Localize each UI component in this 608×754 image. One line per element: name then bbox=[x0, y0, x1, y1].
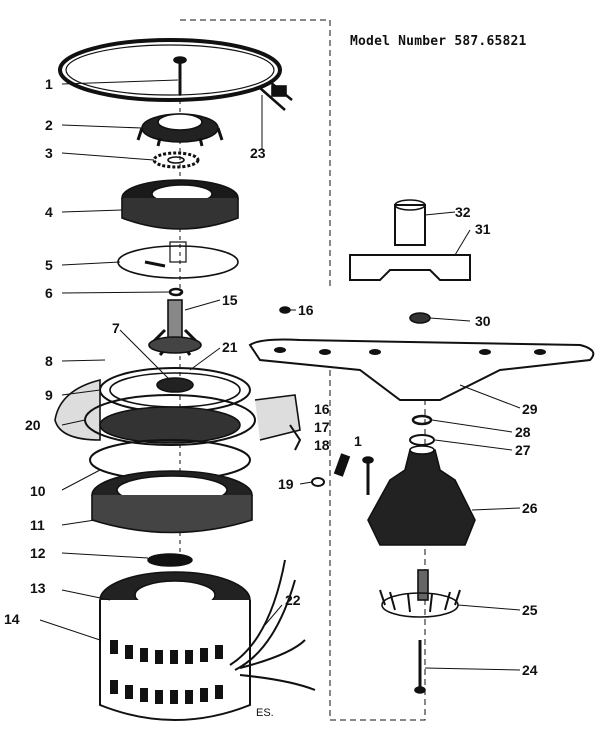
callout-31: 31 bbox=[475, 221, 491, 237]
pump-base bbox=[54, 378, 301, 446]
callout-20: 20 bbox=[25, 417, 41, 433]
callout-6: 6 bbox=[45, 285, 53, 301]
callout-8: 8 bbox=[45, 353, 53, 369]
callout-21: 21 bbox=[222, 339, 238, 355]
pump-cover bbox=[121, 179, 239, 230]
gear-washer bbox=[152, 151, 200, 169]
inlet-housing bbox=[367, 445, 476, 546]
spray-arm-bracket bbox=[349, 254, 471, 281]
callout-13: 13 bbox=[30, 580, 46, 596]
clip-17 bbox=[289, 424, 302, 451]
bolt-24 bbox=[414, 640, 426, 694]
callout-29: 29 bbox=[522, 401, 538, 417]
callout-30: 30 bbox=[475, 313, 491, 329]
assembly-guide-line bbox=[329, 340, 426, 721]
callout-9: 9 bbox=[45, 387, 53, 403]
callout-7: 7 bbox=[112, 320, 120, 336]
screw-part-1b bbox=[362, 456, 374, 495]
callout-19: 19 bbox=[278, 476, 294, 492]
motor-body bbox=[99, 600, 251, 721]
washer-28 bbox=[411, 414, 433, 426]
callout-22: 22 bbox=[285, 592, 301, 608]
heating-element bbox=[58, 38, 293, 111]
callout-12: 12 bbox=[30, 545, 46, 561]
lower-impeller bbox=[379, 569, 461, 618]
callout-23: 23 bbox=[250, 145, 266, 161]
callout-4: 4 bbox=[45, 204, 53, 220]
callout-18: 18 bbox=[314, 437, 330, 453]
clip-19 bbox=[311, 477, 325, 487]
leader-lines bbox=[39, 79, 521, 671]
callout-1b: 1 bbox=[354, 433, 362, 449]
gasket-ring bbox=[99, 367, 251, 413]
callout-3: 3 bbox=[45, 145, 53, 161]
callout-11: 11 bbox=[30, 517, 45, 533]
model-number-label: Model Number 587.65821 bbox=[350, 34, 527, 49]
spray-arm bbox=[248, 338, 595, 401]
seal-plate bbox=[117, 241, 239, 279]
chopper-shaft bbox=[148, 299, 202, 356]
callout-17: 17 bbox=[314, 419, 330, 435]
hub-nut bbox=[409, 312, 431, 324]
callout-32: 32 bbox=[455, 204, 471, 220]
callout-10: 10 bbox=[30, 483, 46, 499]
footer-code: ES. bbox=[256, 707, 274, 719]
callout-15: 15 bbox=[222, 292, 238, 308]
callout-16b: 16 bbox=[314, 401, 330, 417]
bushing-cap bbox=[394, 199, 426, 246]
callout-28: 28 bbox=[515, 424, 531, 440]
callout-25: 25 bbox=[522, 602, 538, 618]
washer-27 bbox=[409, 434, 435, 446]
assembly-guide-line bbox=[180, 19, 331, 290]
callout-24: 24 bbox=[522, 662, 538, 678]
callout-26: 26 bbox=[522, 500, 538, 516]
callout-2: 2 bbox=[45, 117, 53, 133]
wire-leads bbox=[229, 559, 316, 691]
callout-27: 27 bbox=[515, 442, 531, 458]
callout-5: 5 bbox=[45, 257, 53, 273]
clip-16 bbox=[279, 306, 291, 314]
motor-housing-top bbox=[91, 470, 253, 534]
screw-part-1 bbox=[173, 56, 187, 95]
impeller bbox=[136, 113, 224, 147]
callout-16a: 16 bbox=[298, 302, 314, 318]
callout-1: 1 bbox=[45, 76, 53, 92]
connector-18 bbox=[333, 453, 351, 477]
callout-14: 14 bbox=[4, 611, 20, 627]
